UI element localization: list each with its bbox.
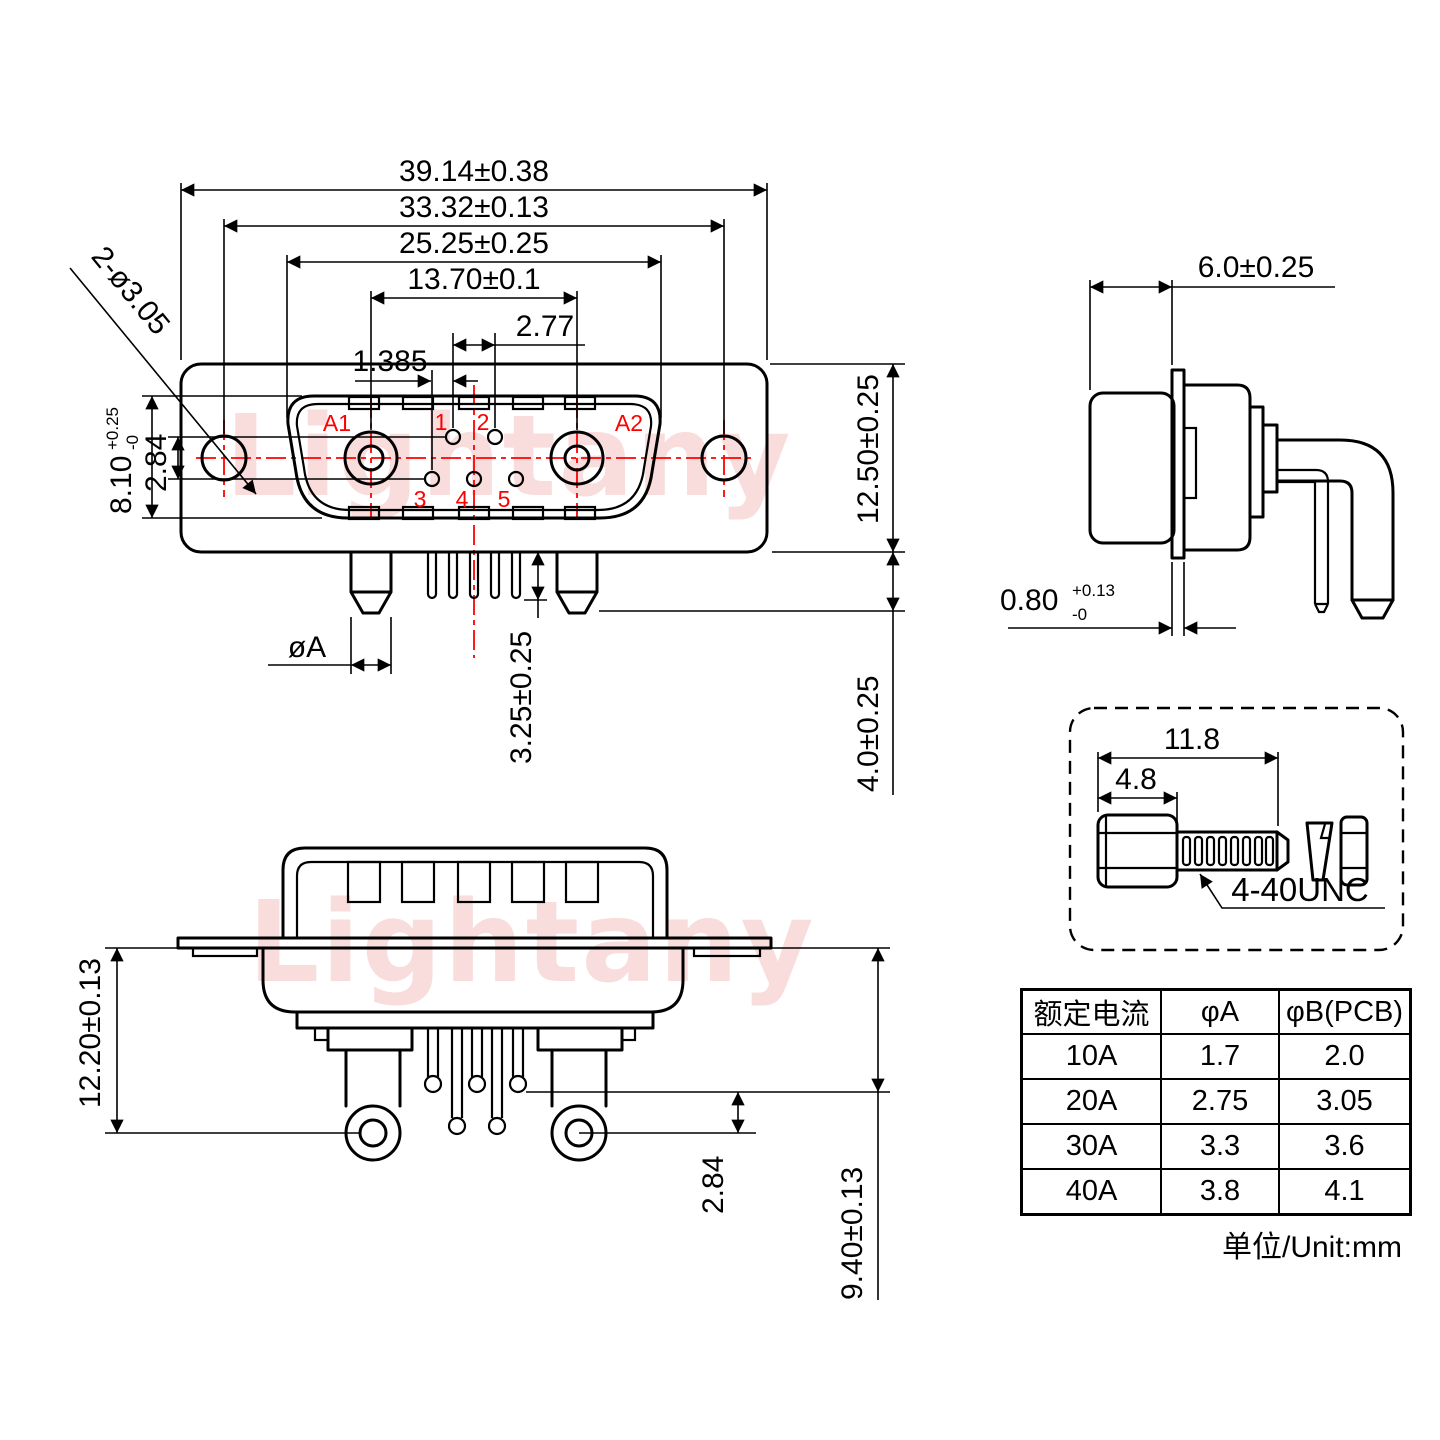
dim-mount-holes: 2-ø3.05 (85, 240, 176, 341)
screw-drawing (1096, 813, 1369, 889)
bottom-view-dim-lines (105, 947, 890, 1300)
dim-shell-width: 25.25±0.25 (399, 227, 549, 260)
side-view-body (1088, 368, 1279, 560)
dim-mount-hole-spacing: 33.32±0.13 (399, 191, 549, 224)
label-thread-spec: 4-40UNC (1231, 871, 1369, 908)
front-view: 39.14±0.38 33.32±0.13 25.25±0.25 13.70±0… (69, 155, 905, 795)
svg-text:-0: -0 (123, 435, 142, 450)
front-mount-hole-right (700, 434, 748, 482)
dim-pin-row-offset: 2.84 (140, 434, 173, 492)
side-view-dim-lines (1008, 280, 1335, 636)
dim-signal-pin-half-pitch: 1.385 (352, 345, 427, 378)
svg-text:+0.25: +0.25 (103, 407, 122, 450)
table-cell: 3.05 (1278, 1078, 1412, 1125)
bottom-view-shell (281, 846, 669, 940)
table-row: 40A 3.8 4.1 (1020, 1168, 1412, 1215)
dim-power-contact-spacing: 13.70±0.1 (407, 263, 540, 296)
label-pin-1: 1 (435, 409, 448, 435)
unit-note: 单位/Unit:mm (1222, 1231, 1402, 1264)
table-header-dia-b: φB(PCB) (1278, 988, 1412, 1035)
dim-flange-height: 12.50±0.25 (852, 374, 885, 524)
dim-screw-head-length: 4.8 (1115, 763, 1157, 796)
label-pin-4: 4 (456, 486, 469, 512)
current-spec-table: 额定电流 φA φB(PCB) 10A 1.7 2.0 20A 2.75 3.0… (1020, 988, 1412, 1216)
table-header-dia-a: φA (1160, 988, 1280, 1035)
label-pin-5: 5 (498, 486, 511, 512)
svg-text:+0.13: +0.13 (1072, 581, 1115, 600)
table-row: 30A 3.3 3.6 (1020, 1123, 1412, 1170)
svg-text:0.80: 0.80 (1000, 584, 1058, 617)
dim-flange-to-signal-pin: 9.40±0.13 (836, 1167, 869, 1300)
bottom-view-flange (176, 936, 773, 1030)
dim-signal-pin-length: 3.25±0.25 (505, 631, 538, 764)
table-header-rated-current: 额定电流 (1020, 988, 1162, 1035)
front-extension-lines (142, 183, 905, 674)
bottom-view: 12.20±0.13 2.84 9.40±0.13 (74, 846, 890, 1300)
front-view-centerlines (196, 385, 752, 658)
table-cell: 1.7 (1160, 1033, 1280, 1080)
dim-overall-width: 39.14±0.38 (399, 155, 549, 188)
label-contact-a2: A2 (615, 410, 643, 436)
svg-text:-0: -0 (1072, 605, 1087, 624)
table-cell: 3.3 (1160, 1123, 1280, 1170)
dim-shell-height: 8.10 +0.25 -0 (103, 407, 142, 514)
bottom-view-pins (313, 1026, 637, 1162)
table-cell: 30A (1020, 1123, 1162, 1170)
dim-screw-overall-length: 11.8 (1164, 723, 1220, 756)
table-cell: 2.0 (1278, 1033, 1412, 1080)
label-pin-2: 2 (477, 409, 490, 435)
dim-face-to-flange: 6.0±0.25 (1198, 251, 1315, 284)
dim-bottom-pin-row-offset: 2.84 (697, 1156, 730, 1214)
label-pin-3: 3 (414, 486, 427, 512)
dim-flange-thickness: 0.80 +0.13 -0 (1000, 581, 1115, 624)
table-cell: 4.1 (1278, 1168, 1412, 1215)
dim-power-pin-diameter: øA (288, 631, 326, 664)
table-cell: 10A (1020, 1033, 1162, 1080)
front-dimension-lines (69, 183, 900, 795)
front-power-contacts (343, 430, 605, 486)
table-row: 10A 1.7 2.0 (1020, 1033, 1412, 1080)
dim-power-pin-length: 4.0±0.25 (852, 675, 885, 792)
front-dshell-outline (286, 394, 662, 520)
table-header-row: 额定电流 φA φB(PCB) (1020, 988, 1412, 1035)
label-contact-a1: A1 (323, 410, 351, 436)
front-solder-pins (349, 550, 599, 615)
screw-detail-border (1068, 706, 1405, 952)
screw-dim-lines (1097, 751, 1385, 909)
table-cell: 20A (1020, 1078, 1162, 1125)
front-mount-hole-left (200, 434, 248, 482)
table-cell: 3.8 (1160, 1168, 1280, 1215)
dim-flange-to-power-pin: 12.20±0.13 (74, 958, 107, 1108)
table-cell: 40A (1020, 1168, 1162, 1215)
screw-detail: 11.8 4.8 4-40UNC (1068, 706, 1405, 952)
front-contact-labels: A1 A2 1 2 3 4 5 (323, 409, 643, 512)
svg-text:8.10: 8.10 (105, 456, 138, 514)
table-cell: 2.75 (1160, 1078, 1280, 1125)
dim-signal-pin-pitch: 2.77 (516, 310, 574, 343)
front-shell-notches (347, 395, 597, 521)
table-row: 20A 2.75 3.05 (1020, 1078, 1412, 1125)
front-signal-pins (423, 428, 525, 488)
table-cell: 3.6 (1278, 1123, 1412, 1170)
watermark-bottom-view: Lightany (248, 878, 816, 1008)
side-view: 6.0±0.25 0.80 +0.13 -0 (1000, 251, 1395, 636)
side-view-bent-pins (1275, 438, 1395, 620)
